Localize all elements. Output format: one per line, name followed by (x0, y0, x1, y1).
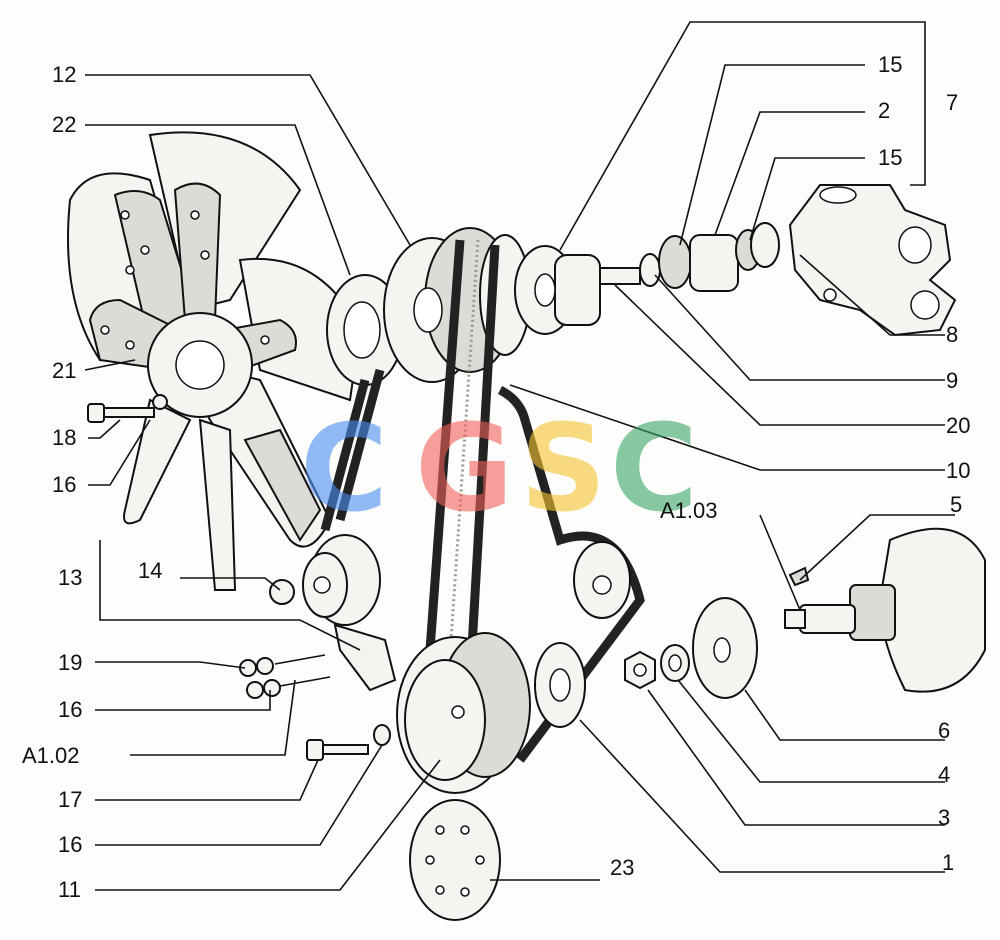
label-a103: A1.03 (660, 498, 718, 523)
watermark-letter-1: C (300, 400, 388, 539)
label-9: 9 (946, 368, 958, 393)
label-21: 21 (52, 358, 76, 383)
pump-body (788, 184, 957, 337)
bolt-17 (306, 739, 369, 761)
pump-shaft-parts (599, 222, 780, 292)
washer-16 (373, 724, 391, 746)
label-2: 2 (878, 98, 890, 123)
label-4: 4 (938, 762, 950, 787)
label-3: 3 (938, 805, 950, 830)
key-5 (788, 566, 810, 587)
nuts-19 (239, 654, 331, 699)
label-17: 17 (58, 787, 82, 812)
washer-4 (660, 644, 690, 682)
label-23: 23 (610, 855, 634, 880)
label-5: 5 (950, 492, 962, 517)
cap-14 (269, 579, 295, 605)
label-16-middle: 16 (58, 697, 82, 722)
label-1: 1 (942, 850, 954, 875)
tensioner-pulley (573, 541, 631, 619)
label-10: 10 (946, 458, 970, 483)
cover-plate-23 (409, 799, 501, 921)
pump-hub (514, 245, 601, 335)
label-16-bottom: 16 (58, 832, 82, 857)
bolt-18 (87, 394, 168, 423)
label-12: 12 (52, 62, 76, 87)
callout-labels: 12 22 15 2 7 15 8 9 20 10 21 18 16 A1.03… (22, 52, 970, 902)
label-15-top: 15 (878, 52, 902, 77)
crank-pulley (396, 632, 531, 794)
label-16-top: 16 (52, 472, 76, 497)
watermark-letter-4: C (610, 400, 698, 539)
fan-assembly (67, 131, 362, 591)
label-a102: A1.02 (22, 743, 80, 768)
label-19: 19 (58, 650, 82, 675)
nut-3 (624, 650, 656, 690)
hub-6 (692, 597, 758, 699)
leader-lines (84, 21, 955, 891)
watermark-letter-2: G (415, 400, 514, 539)
label-15-bottom: 15 (878, 145, 902, 170)
label-18: 18 (52, 425, 76, 450)
label-8: 8 (946, 322, 958, 347)
crankshaft-end (784, 527, 986, 693)
label-6: 6 (938, 718, 950, 743)
label-20: 20 (946, 413, 970, 438)
label-14: 14 (138, 558, 162, 583)
label-22: 22 (52, 112, 76, 137)
label-13: 13 (58, 565, 82, 590)
watermark: C G S C (300, 400, 698, 539)
watermark-letter-3: S (520, 400, 606, 539)
idler-pulley (302, 534, 397, 692)
adaptor-plate (534, 642, 586, 728)
label-7: 7 (946, 90, 958, 115)
label-11: 11 (58, 877, 81, 902)
